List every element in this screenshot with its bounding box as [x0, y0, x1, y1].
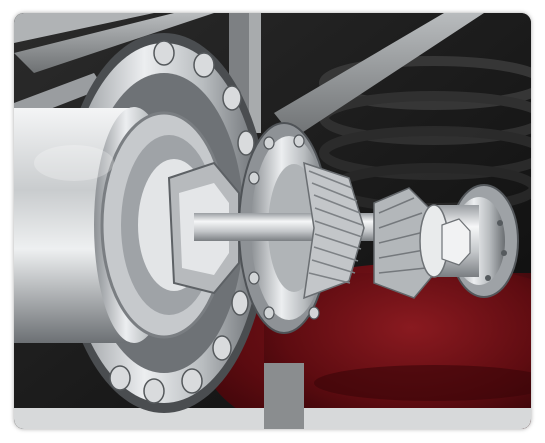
gear-assembly-illustration [14, 13, 531, 429]
bevel-gear-left [303, 161, 365, 300]
end-flange [419, 184, 519, 298]
mechanical-render-photo [14, 13, 531, 429]
specular-highlight [34, 145, 114, 181]
